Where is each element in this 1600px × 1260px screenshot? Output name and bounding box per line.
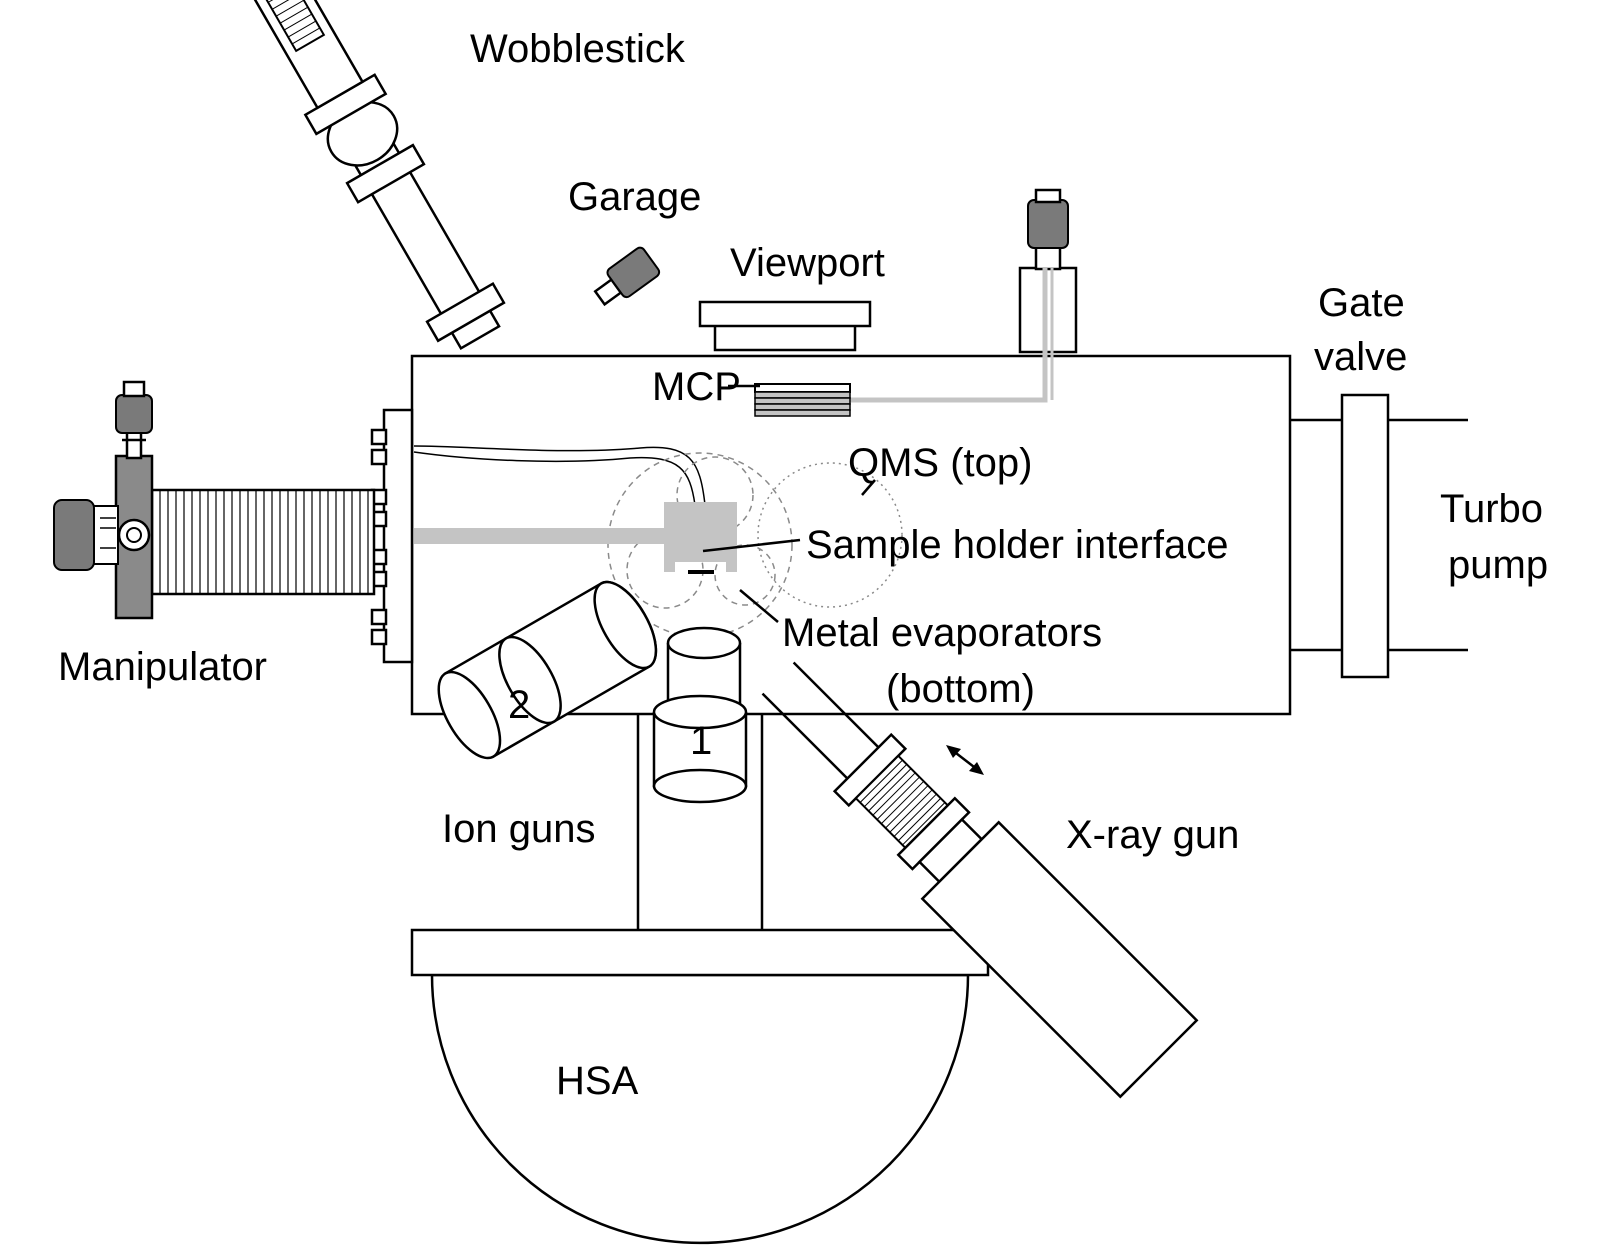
metal-evap-leader: [739, 589, 779, 623]
ion-gun-1: [652, 626, 748, 804]
hsa-analyzer: [410, 928, 990, 1245]
manipulator-rod: [414, 528, 664, 544]
label-turbo-2: pump: [1448, 543, 1548, 587]
xray-adjust-arrow: [946, 745, 984, 775]
manipulator: [53, 380, 414, 664]
viewport: [698, 300, 872, 352]
label-gate-valve-1: Gate: [1318, 281, 1405, 325]
label-hsa: HSA: [556, 1059, 639, 1103]
label-metal-evap-1: Metal evaporators: [782, 611, 1102, 655]
wobblestick-assembly: [235, 0, 506, 351]
ion-gun-2: [437, 580, 658, 760]
label-ion-guns: Ion guns: [442, 807, 595, 851]
label-turbo-1: Turbo: [1440, 487, 1543, 531]
label-manipulator: Manipulator: [58, 645, 267, 689]
label-viewport: Viewport: [730, 241, 885, 285]
label-gate-valve-2: valve: [1314, 335, 1407, 379]
label-wobblestick: Wobblestick: [470, 27, 686, 71]
garage-valve: [593, 246, 661, 307]
label-ion-gun-2: 2: [508, 683, 530, 727]
label-sample-holder: Sample holder interface: [806, 523, 1228, 567]
qms-guide-circle: [757, 462, 903, 608]
qms-leader: [861, 479, 876, 496]
xray-gun: [761, 661, 1199, 1099]
label-xray-gun: X-ray gun: [1066, 813, 1239, 857]
mcp-port: [1018, 188, 1078, 354]
label-ion-gun-1: 1: [690, 719, 712, 763]
label-qms: QMS (top): [848, 441, 1032, 485]
sample-holder-leader: [702, 538, 801, 553]
hsa-port: [636, 714, 764, 930]
gate-valve: [1290, 393, 1468, 679]
sample-holder: [664, 502, 737, 572]
label-metal-evap-2: (bottom): [886, 667, 1035, 711]
label-mcp: MCP: [652, 365, 741, 409]
label-garage: Garage: [568, 175, 701, 219]
mcp-detector: [754, 383, 851, 417]
